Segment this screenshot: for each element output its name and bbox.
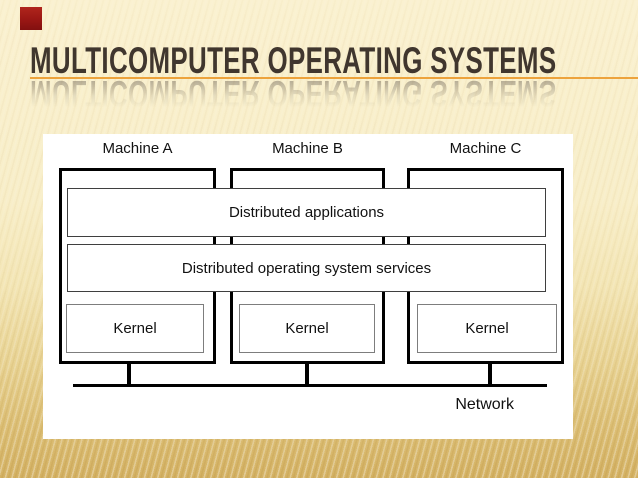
distributed-applications-box: Distributed applications — [67, 188, 546, 237]
kernel-a-box: Kernel — [66, 304, 204, 353]
network-bus-line — [73, 384, 547, 387]
distributed-os-services-box: Distributed operating system services — [67, 244, 546, 292]
theme-corner-accent — [20, 7, 42, 30]
machine-a-network-connector — [127, 364, 131, 387]
machine-b-label: Machine B — [272, 140, 343, 157]
slide-title: MULTICOMPUTER OPERATING SYSTEMS — [30, 40, 557, 81]
kernel-b-box: Kernel — [239, 304, 375, 353]
title-underline-rule — [30, 77, 638, 79]
diagram-panel: Machine A Machine B Machine C Distribute… — [43, 134, 573, 439]
machine-b-network-connector — [305, 364, 309, 387]
machine-c-label: Machine C — [449, 140, 522, 157]
machine-a-label: Machine A — [102, 140, 173, 157]
kernel-c-box: Kernel — [417, 304, 557, 353]
title-reflection: MULTICOMPUTER OPERATING SYSTEMS — [30, 79, 557, 109]
network-label: Network — [455, 396, 514, 413]
machine-c-network-connector — [488, 364, 492, 387]
